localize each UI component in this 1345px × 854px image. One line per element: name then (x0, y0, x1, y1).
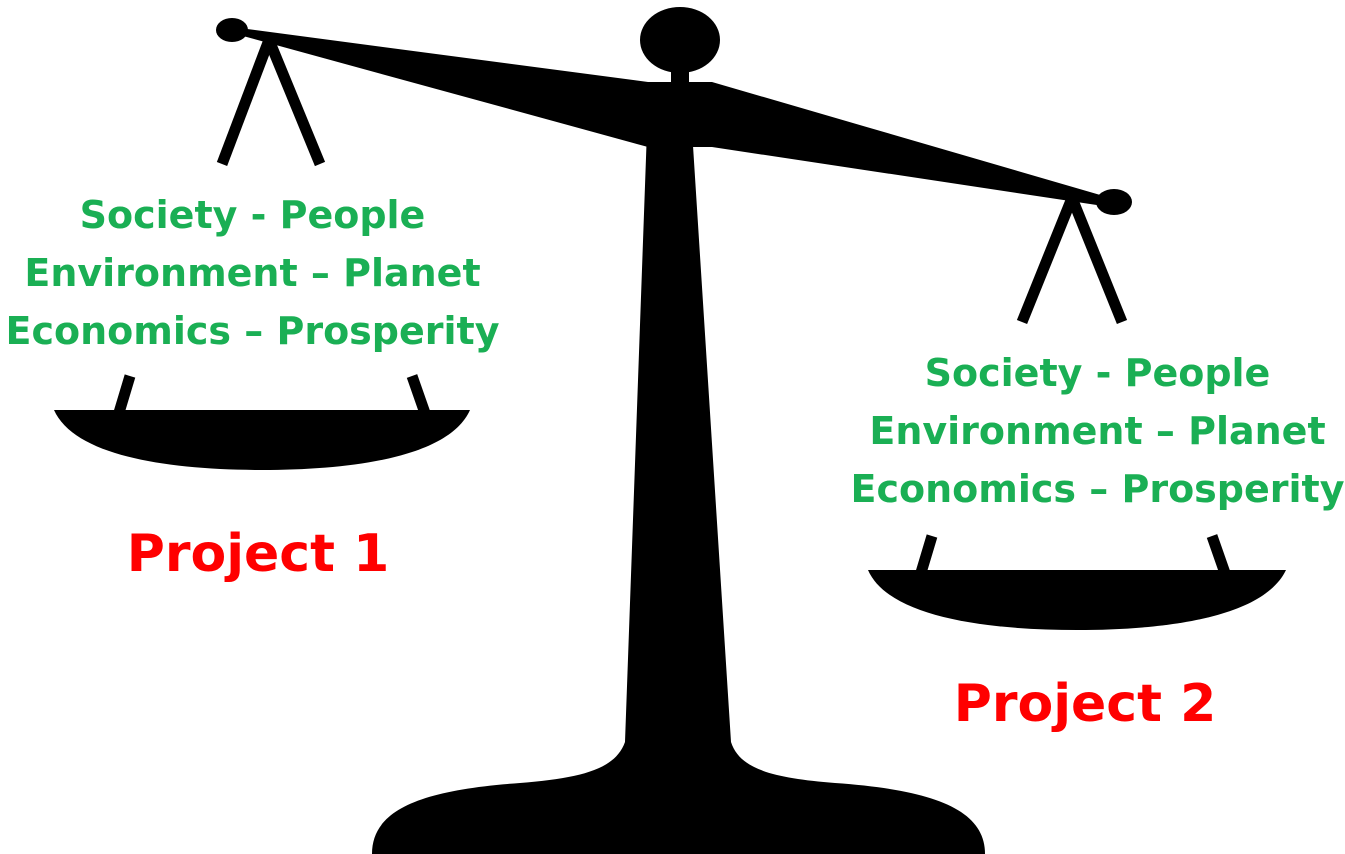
left-pan (54, 410, 470, 470)
beam-end-left (216, 18, 248, 42)
right-pan-pillars: Society - People Environment – Planet Ec… (850, 344, 1345, 518)
project-1-label: Project 1 (126, 524, 390, 584)
left-pan-pillars: Society - People Environment – Planet Ec… (0, 186, 505, 360)
pillar-environment-label: Environment – Planet (869, 409, 1326, 453)
pillar-environment-label: Environment – Planet (24, 251, 481, 295)
pillar-economics-label: Economics – Prosperity (5, 309, 500, 353)
right-pan (868, 570, 1286, 630)
right-hanger (914, 195, 1232, 578)
pillar-economics-label: Economics – Prosperity (850, 467, 1345, 511)
scale-top-knob (640, 7, 720, 73)
scale-base (372, 130, 985, 854)
scale-beam (232, 27, 1114, 207)
beam-end-right (1096, 189, 1132, 215)
pillar-society-label: Society - People (924, 351, 1271, 395)
pillar-society-label: Society - People (79, 193, 426, 237)
left-hanger (112, 37, 432, 418)
project-2-label: Project 2 (953, 674, 1217, 734)
